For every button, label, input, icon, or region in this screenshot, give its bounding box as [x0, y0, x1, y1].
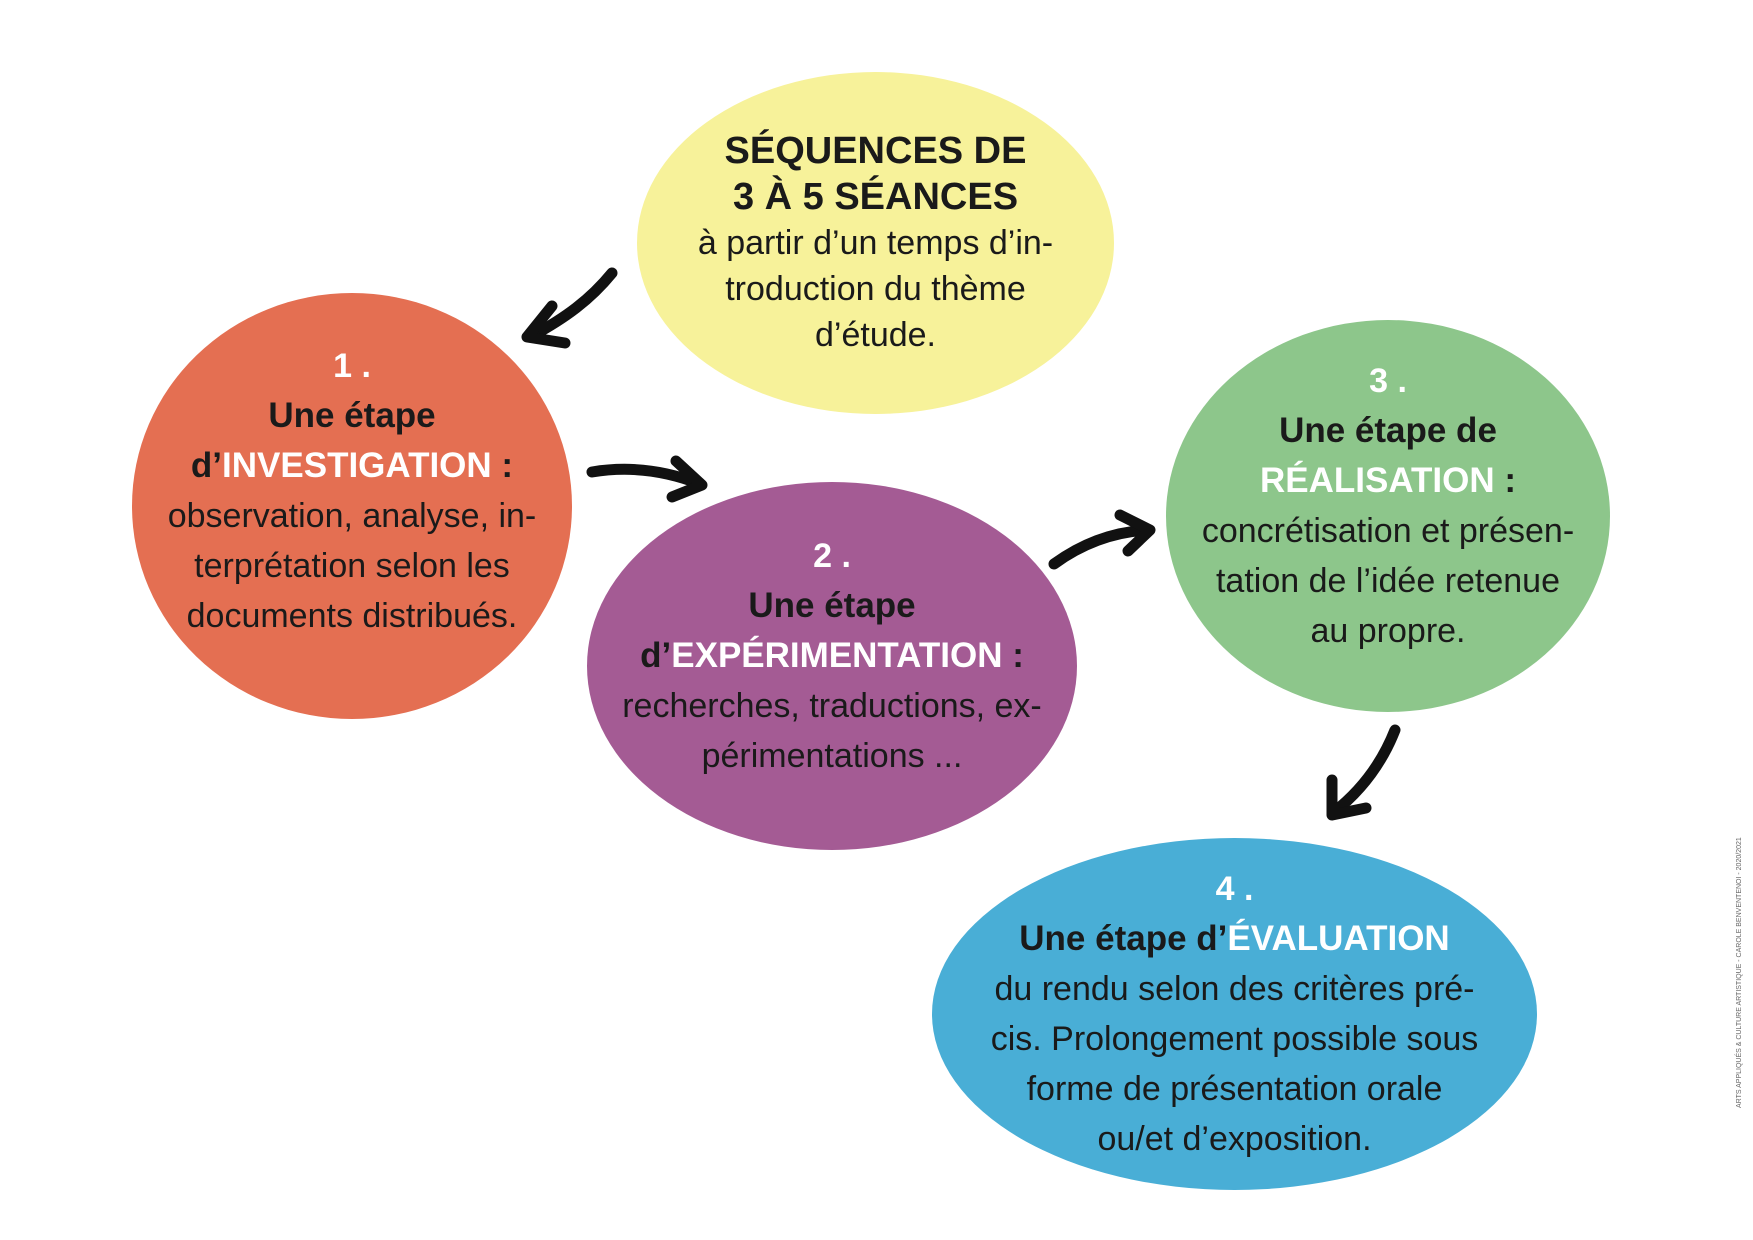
step-keyword: RÉALISATION [1259, 461, 1495, 500]
arrow-step1-to-step2 [586, 455, 708, 503]
step-body-line: au propre. [1310, 612, 1466, 650]
intro-bubble: SÉQUENCES DE 3 À 5 SÉANCES à partir d’un… [637, 72, 1114, 414]
arrow-step2-to-step3 [1048, 509, 1156, 570]
step-heading: Une étape [268, 396, 436, 435]
step-number: 4 . [1215, 870, 1254, 908]
step-heading-keyword-line: d’INVESTIGATION : [191, 441, 513, 491]
heading-suffix: : [1494, 461, 1517, 500]
intro-body-line: à partir d’un temps d’in- [697, 224, 1054, 262]
step4-evaluation-bubble: 4 . Une étape d’ÉVALUATION du rendu selo… [932, 838, 1537, 1190]
heading-suffix: : [1002, 636, 1024, 675]
step-body-line: forme de présentation orale [1026, 1070, 1443, 1108]
step-keyword: INVESTIGATION [222, 446, 492, 485]
vertical-credit-footnote: ARTS APPLIQUÉS & CULTURE ARTISTIQUE - CA… [1736, 837, 1743, 1108]
step2-experimentation-bubble: 2 . Une étape d’EXPÉRIMENTATION : recher… [587, 482, 1077, 850]
intro-body-line: troduction du thème [725, 270, 1026, 308]
step-body-line: terprétation selon les [194, 547, 510, 585]
step-body-line: du rendu selon des critères pré- [994, 970, 1475, 1008]
step-heading: Une étape de [1279, 411, 1497, 450]
step-heading-keyword-line: Une étape d’ÉVALUATION [1019, 914, 1449, 964]
step-body-line: concrétisation et présen- [1201, 512, 1575, 550]
step-body-line: tation de l’idée retenue [1215, 562, 1561, 600]
step-body-line: recherches, traductions, ex- [622, 687, 1042, 725]
step-number: 1 . [333, 347, 371, 385]
arrow-intro-to-step1 [521, 267, 618, 349]
step-body-line: cis. Prolongement possible sous [990, 1020, 1479, 1058]
intro-title-line: SÉQUENCES DE [724, 130, 1027, 172]
step1-investigation-bubble: 1 . Une étape d’INVESTIGATION : observat… [132, 293, 572, 719]
step-heading-keyword-line: d’EXPÉRIMENTATION : [640, 631, 1024, 681]
heading-prefix: Une étape d’ [1019, 919, 1228, 958]
intro-body-line: d’étude. [815, 316, 936, 354]
step-body-line: ou/et d’exposition. [1097, 1120, 1372, 1158]
step-heading: Une étape [748, 586, 916, 625]
heading-suffix: : [491, 446, 514, 485]
step-number: 2 . [813, 537, 851, 575]
step-keyword: ÉVALUATION [1227, 919, 1450, 958]
step-heading-keyword-line: RÉALISATION : [1260, 456, 1516, 506]
heading-prefix: d’ [190, 446, 223, 485]
step-number: 3 . [1369, 362, 1407, 400]
heading-prefix: d’ [640, 636, 672, 675]
step-body-line: périmentations ... [701, 737, 963, 775]
step-body-line: observation, analyse, in- [167, 497, 537, 535]
step-body-line: documents distribués. [186, 597, 518, 635]
arrow-step3-to-step4 [1326, 724, 1401, 821]
step3-realisation-bubble: 3 . Une étape de RÉALISATION : concrétis… [1166, 320, 1610, 712]
step-keyword: EXPÉRIMENTATION [671, 636, 1003, 675]
intro-title-line: 3 À 5 SÉANCES [732, 176, 1019, 218]
